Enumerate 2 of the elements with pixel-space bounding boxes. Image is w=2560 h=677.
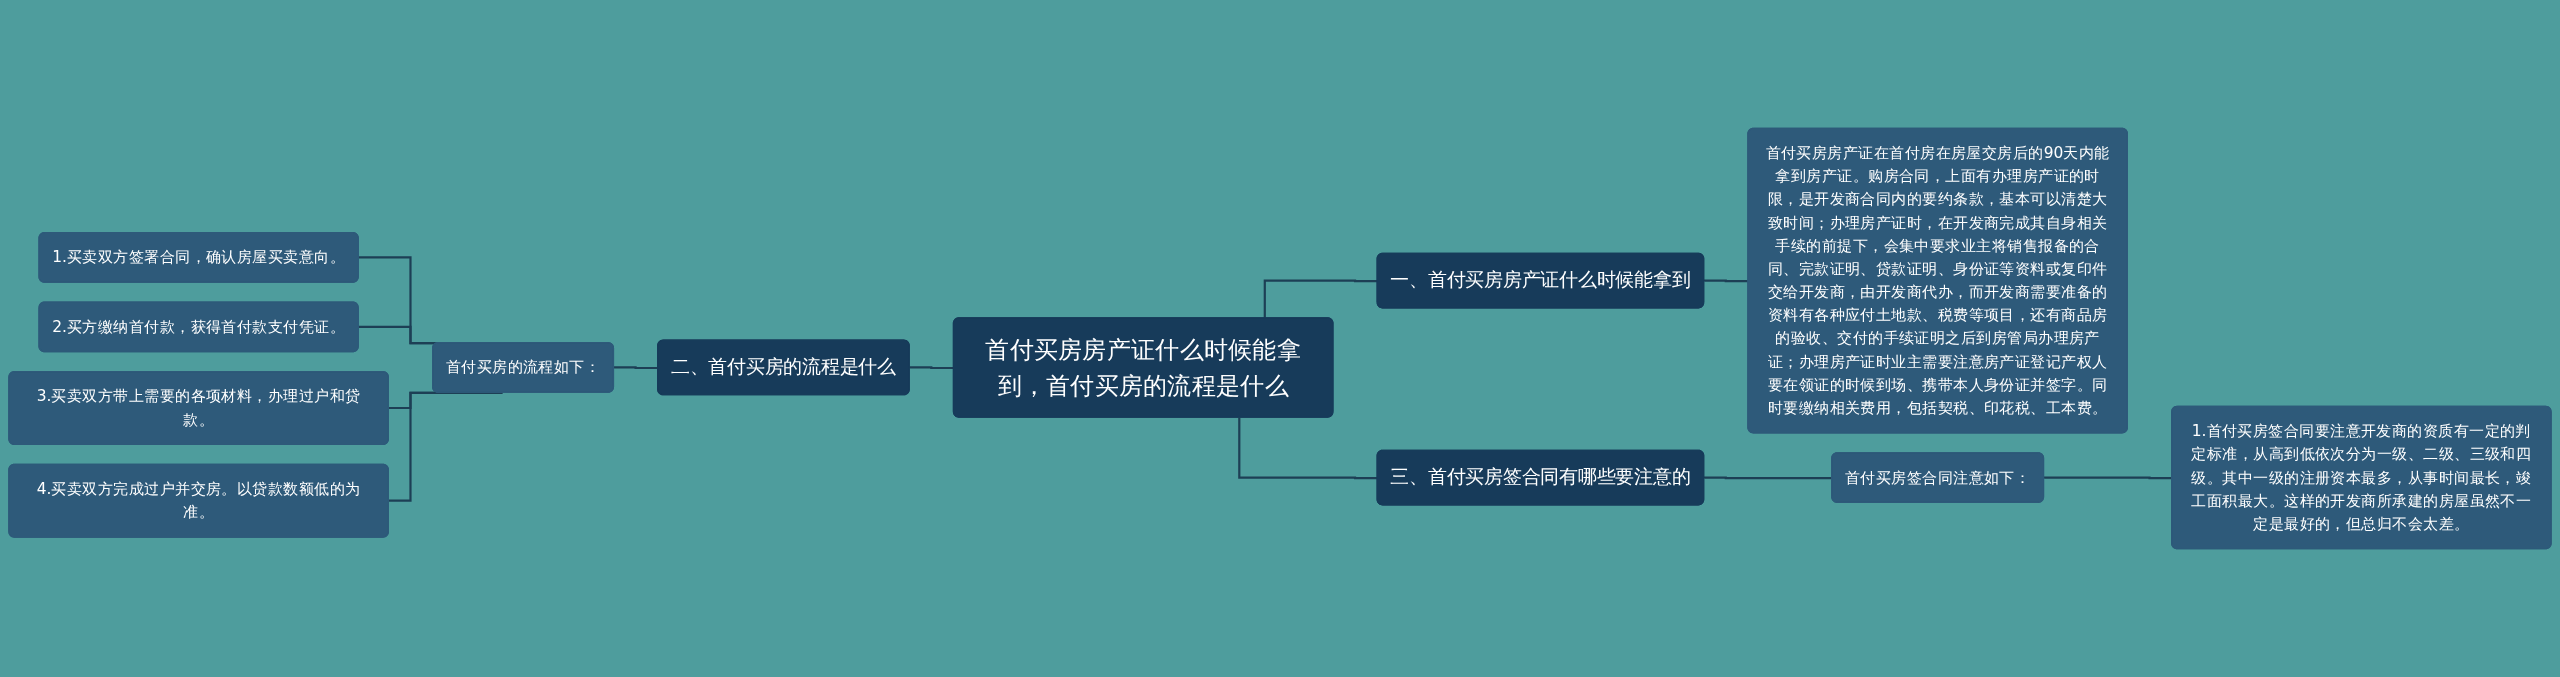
connector — [1238, 417, 1378, 480]
connector — [1263, 279, 1378, 319]
